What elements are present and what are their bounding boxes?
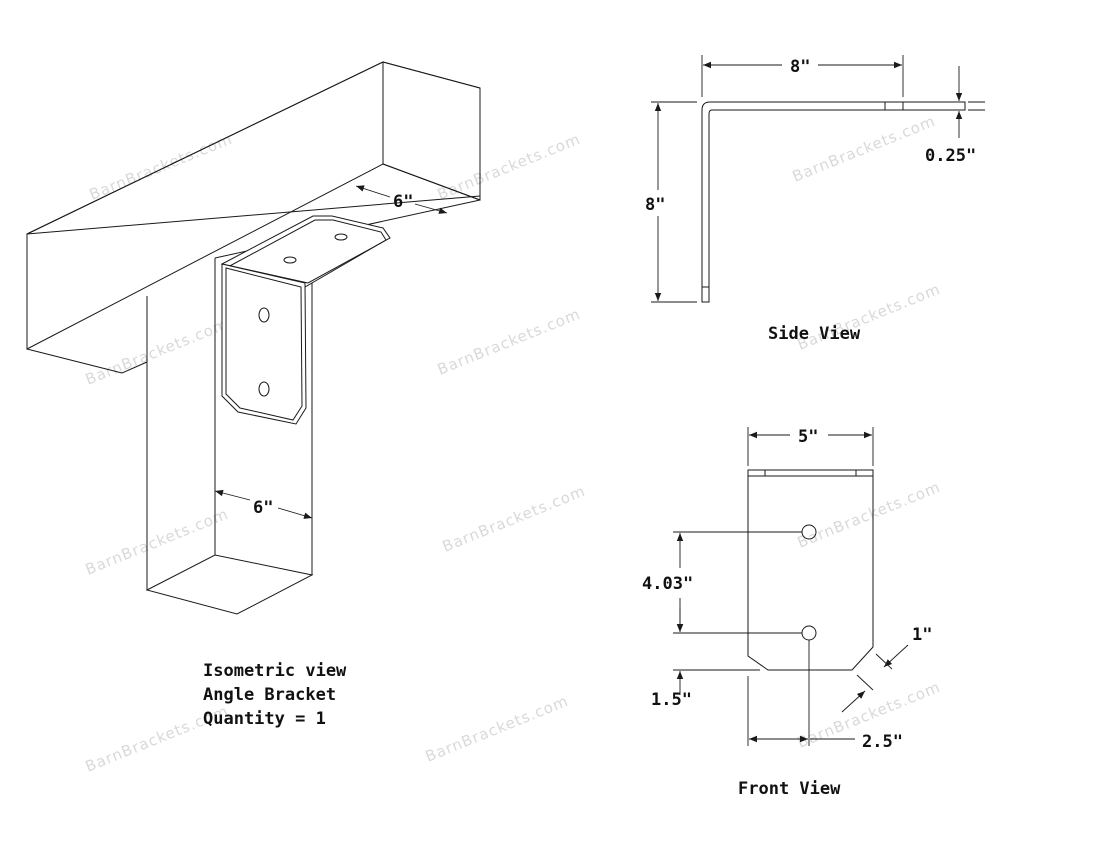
chamfer-label: 1" [912, 625, 932, 645]
watermark-7: BarnBrackets.com [83, 505, 231, 579]
watermark-11: BarnBrackets.com [423, 692, 571, 766]
dimension-chamfer: 1" [841, 625, 932, 713]
isometric-caption: Isometric view [203, 661, 347, 681]
hole-edge-label: 1.5" [651, 690, 692, 710]
watermark-9: BarnBrackets.com [795, 478, 943, 552]
bolt-hole [258, 381, 270, 397]
watermark-2: BarnBrackets.com [435, 130, 583, 204]
dimension-post-width: 6" [214, 489, 313, 519]
post-width-label: 6" [253, 498, 273, 518]
watermark-3: BarnBrackets.com [790, 112, 938, 186]
quantity-caption: Quantity = 1 [203, 709, 326, 729]
front-view-caption: Front View [738, 779, 841, 799]
dimension-hole-center: 2.5" [747, 640, 903, 752]
front-view: 5" 4.03" 1.5" 2.5" [642, 427, 932, 799]
bracket-caption: Angle Bracket [203, 685, 336, 705]
watermark-5: BarnBrackets.com [435, 305, 583, 379]
front-width-label: 5" [798, 427, 818, 447]
bolt-hole [258, 307, 270, 323]
thickness-label: 0.25" [925, 146, 976, 166]
side-width-label: 8" [790, 57, 810, 77]
dimension-hole-spacing: 4.03" [642, 531, 802, 634]
beam-width-label: 6" [393, 192, 413, 212]
watermark-8: BarnBrackets.com [440, 482, 588, 556]
dimension-hole-edge: 1.5" [651, 607, 760, 710]
side-height-label: 8" [645, 195, 665, 215]
dimension-front-width: 5" [747, 427, 874, 466]
watermark-4: BarnBrackets.com [83, 315, 231, 389]
bolt-hole [334, 233, 348, 241]
dimension-beam-width: 6" [355, 185, 448, 214]
dimension-side-height: 8" [645, 101, 697, 303]
bracket [220, 215, 391, 425]
bolt-hole [801, 625, 817, 641]
isometric-view: 6" 6" Isometric view Angle Bracket Quant… [26, 61, 481, 729]
bolt-hole [283, 256, 297, 264]
hole-center-label: 2.5" [862, 732, 903, 752]
watermark-1: BarnBrackets.com [87, 130, 235, 204]
side-view: 8" 8" 0.25" Side View [645, 55, 985, 344]
dimension-thickness: 0.25" [925, 66, 985, 166]
post [145, 258, 314, 615]
side-view-caption: Side View [768, 324, 861, 344]
dimension-side-width: 8" [701, 55, 904, 97]
hole-spacing-label: 4.03" [642, 574, 693, 594]
